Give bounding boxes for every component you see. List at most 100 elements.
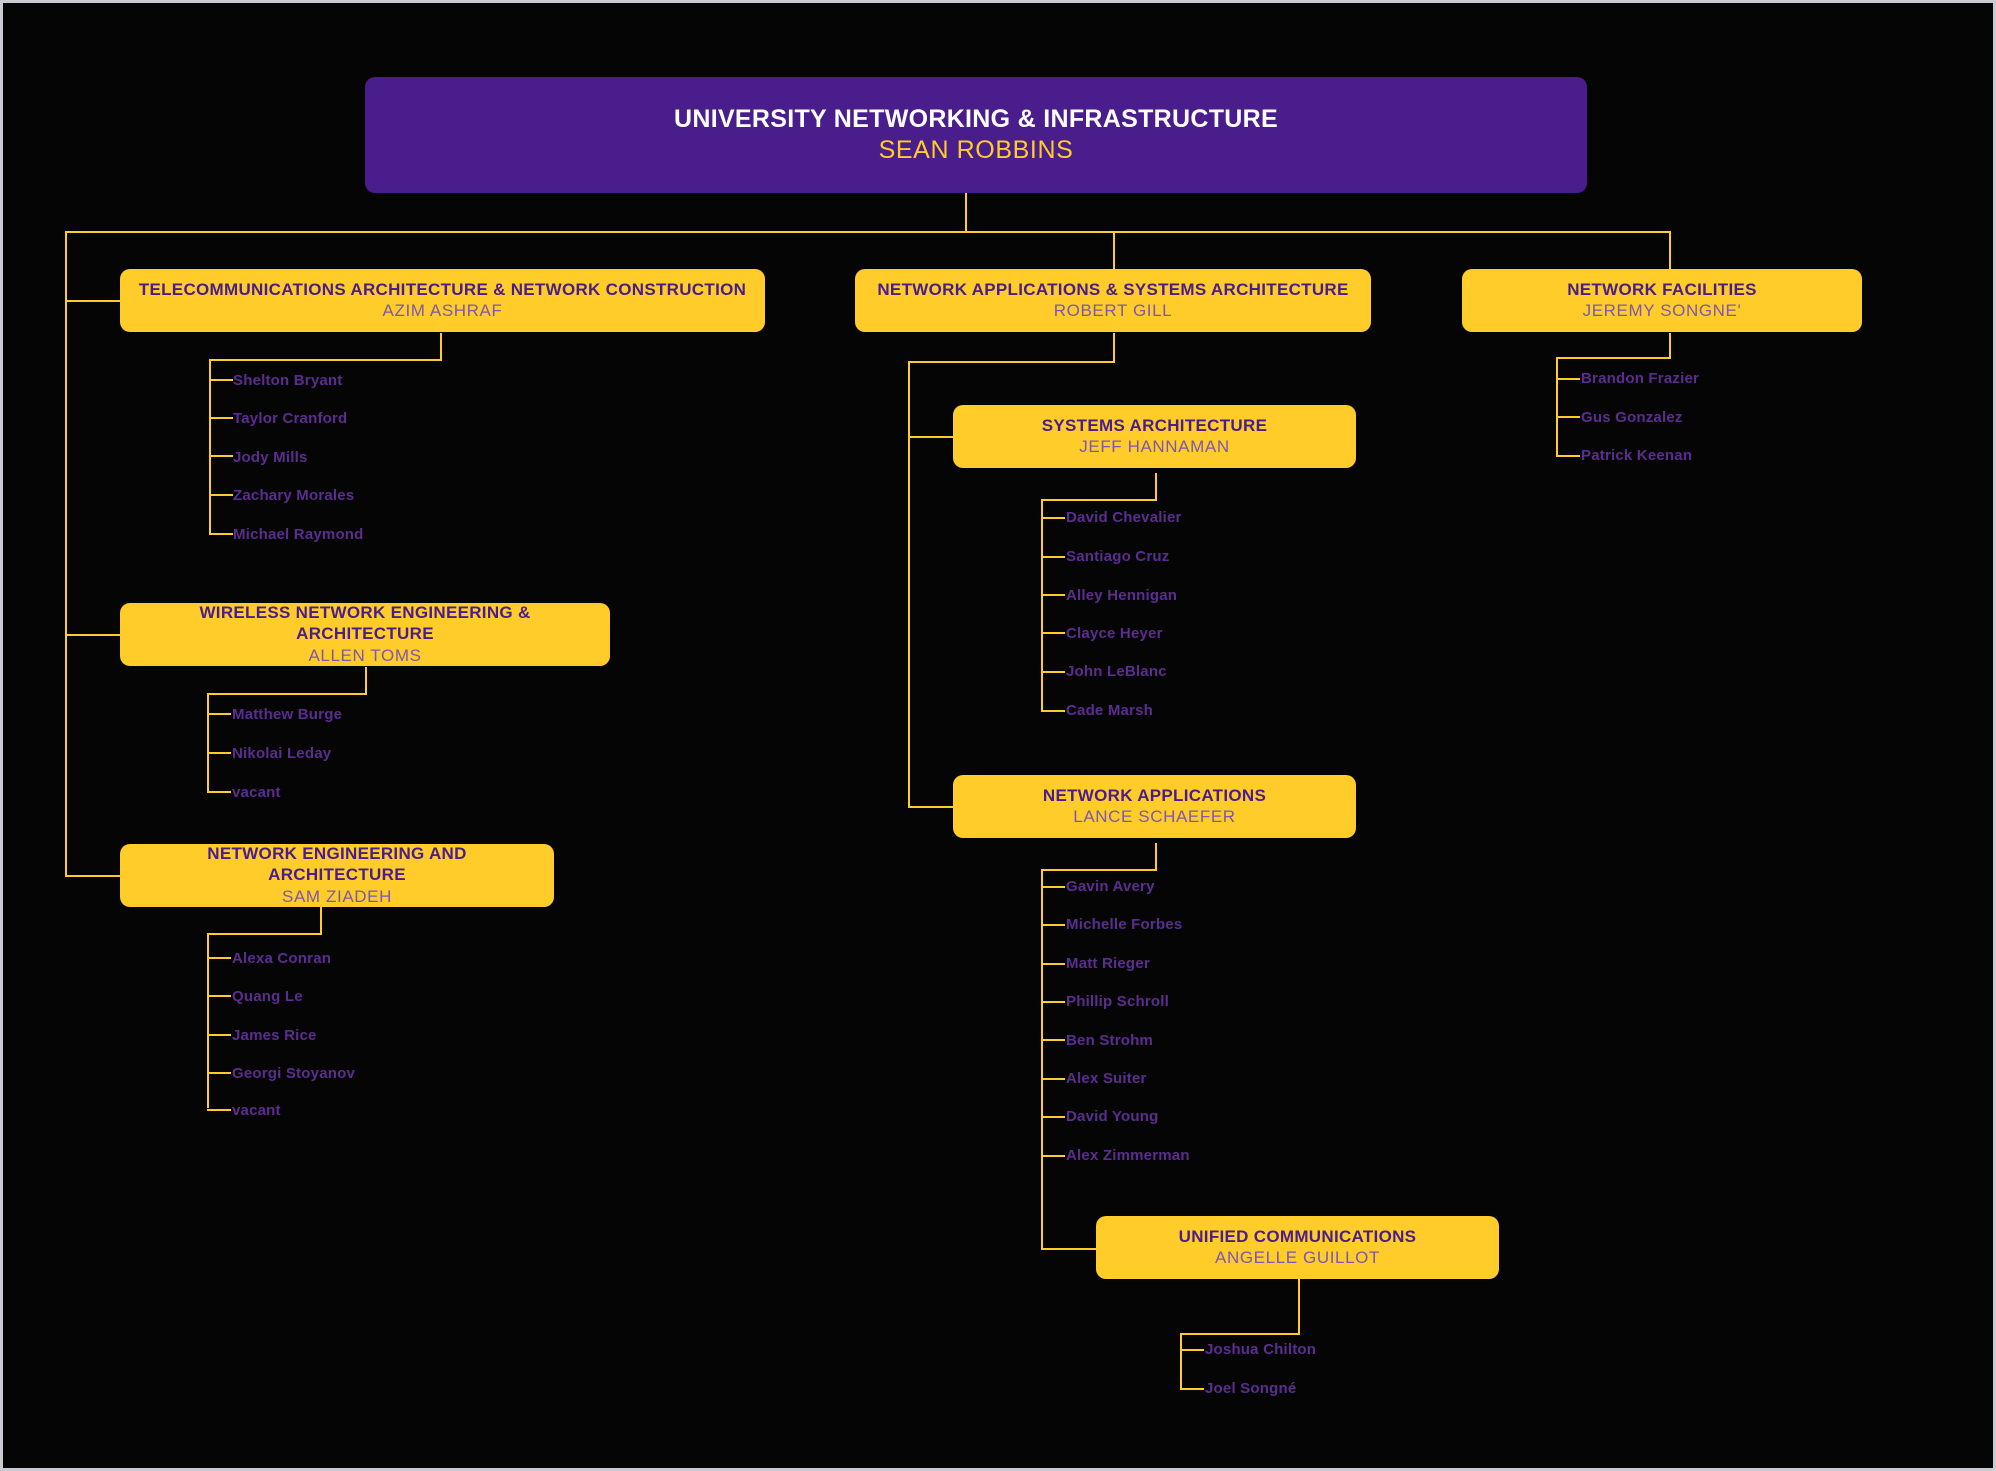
staff-item[interactable]: Phillip Schroll	[1066, 993, 1170, 1010]
staff-item[interactable]: Clayce Heyer	[1066, 625, 1163, 642]
connector-netfac-tick	[1556, 378, 1580, 380]
staff-item[interactable]: Gus Gonzalez	[1581, 409, 1683, 426]
connector-mid-drop	[1113, 231, 1115, 269]
connector-netappsys-elbow	[908, 361, 1115, 363]
org-box-unified-communications[interactable]: UNIFIED COMMUNICATIONS ANGELLE GUILLOT	[1096, 1216, 1499, 1279]
org-box-network-engineering[interactable]: NETWORK ENGINEERING AND ARCHITECTURE SAM…	[120, 844, 554, 907]
staff-item[interactable]: Alexa Conran	[232, 950, 332, 967]
org-box-systems-architecture[interactable]: SYSTEMS ARCHITECTURE JEFF HANNAMAN	[953, 405, 1356, 468]
staff-item[interactable]: Brandon Frazier	[1581, 370, 1700, 387]
staff-item[interactable]: Nikolai Leday	[232, 745, 332, 762]
connector-stub-netapps	[908, 806, 953, 808]
staff-item[interactable]: Ben Strohm	[1066, 1032, 1154, 1049]
staff-item[interactable]: Santiago Cruz	[1066, 548, 1170, 565]
org-box-network-facilities-title: NETWORK FACILITIES	[1567, 279, 1757, 299]
connector-wireless-trunk	[207, 693, 209, 791]
connector-netengarch-tick	[207, 1109, 231, 1111]
connector-telecom-trunk	[209, 359, 211, 533]
org-box-network-apps-systems[interactable]: NETWORK APPLICATIONS & SYSTEMS ARCHITECT…	[855, 269, 1371, 332]
connector-right-drop	[1669, 231, 1671, 269]
connector-sysarch-elbow	[1041, 499, 1157, 501]
connector-top-bus	[65, 231, 1669, 233]
staff-item[interactable]: Georgi Stoyanov	[232, 1065, 356, 1082]
staff-item[interactable]: Matt Rieger	[1066, 955, 1150, 972]
org-box-network-engineering-name: SAM ZIADEH	[282, 886, 392, 906]
connector-stub-sysarch	[908, 436, 953, 438]
connector-netfac-tick	[1556, 455, 1580, 457]
staff-item[interactable]: Patrick Keenan	[1581, 447, 1693, 464]
connector-sysarch-drop	[1155, 473, 1157, 500]
staff-item[interactable]: David Chevalier	[1066, 509, 1182, 526]
connector-sysarch-tick	[1041, 517, 1065, 519]
staff-item[interactable]: Alex Zimmerman	[1066, 1147, 1190, 1164]
connector-netapps-elbow	[1041, 869, 1157, 871]
org-box-systems-architecture-title: SYSTEMS ARCHITECTURE	[1041, 415, 1268, 435]
staff-item[interactable]: Michael Raymond	[233, 526, 364, 543]
connector-sysarch-trunk	[1041, 499, 1043, 711]
connector-netfac-elbow	[1556, 357, 1671, 359]
staff-item[interactable]: David Young	[1066, 1108, 1159, 1125]
staff-item[interactable]: Quang Le	[232, 988, 303, 1005]
connector-unifiedcomm-trunk	[1180, 1333, 1182, 1389]
staff-item[interactable]: John LeBlanc	[1066, 663, 1167, 680]
connector-unifiedcomm-elbow	[1180, 1333, 1300, 1335]
org-box-wireless-title: WIRELESS NETWORK ENGINEERING & ARCHITECT…	[199, 603, 531, 643]
staff-item[interactable]: James Rice	[232, 1027, 317, 1044]
staff-item[interactable]: Joshua Chilton	[1205, 1341, 1317, 1358]
connector-netapps-tick	[1041, 1001, 1065, 1003]
connector-netapps-tick	[1041, 886, 1065, 888]
connector-netfac-trunk	[1556, 357, 1558, 456]
staff-item[interactable]: Gavin Avery	[1066, 878, 1155, 895]
staff-item[interactable]: vacant	[232, 784, 281, 801]
connector-unifiedcomm-drop	[1298, 1278, 1300, 1334]
staff-item[interactable]: Cade Marsh	[1066, 702, 1154, 719]
connector-stub-wireless	[65, 634, 120, 636]
connector-sysarch-tick	[1041, 671, 1065, 673]
staff-item[interactable]: Zachary Morales	[233, 487, 355, 504]
staff-item[interactable]: Jody Mills	[233, 449, 308, 466]
org-box-root-name: SEAN ROBBINS	[878, 135, 1074, 164]
connector-sysarch-tick	[1041, 710, 1065, 712]
connector-netapps-tick	[1041, 924, 1065, 926]
connector-netapps-tick	[1041, 1039, 1065, 1041]
connector-netapps-tick	[1041, 963, 1065, 965]
staff-item[interactable]: Alex Suiter	[1066, 1070, 1147, 1087]
connector-wireless-tick	[207, 713, 231, 715]
staff-item[interactable]: Alley Hennigan	[1066, 587, 1178, 604]
staff-item[interactable]: Joel Songné	[1205, 1380, 1297, 1397]
staff-item[interactable]: Taylor Cranford	[233, 410, 348, 427]
org-box-telecommunications-name: AZIM ASHRAF	[382, 301, 503, 321]
org-box-network-applications[interactable]: NETWORK APPLICATIONS LANCE SCHAEFER	[953, 775, 1356, 838]
connector-telecom-tick	[209, 379, 233, 381]
connector-telecom-tick	[209, 494, 233, 496]
org-box-wireless-name: ALLEN TOMS	[308, 645, 422, 665]
connector-stub-netengarch	[65, 875, 120, 877]
connector-telecom-elbow	[209, 359, 442, 361]
connector-root-stem	[965, 193, 967, 232]
connector-telecom-tick	[209, 533, 233, 535]
org-box-network-facilities[interactable]: NETWORK FACILITIES JEREMY SONGNE'	[1462, 269, 1862, 332]
staff-item[interactable]: Michelle Forbes	[1066, 916, 1183, 933]
staff-item[interactable]: Matthew Burge	[232, 706, 343, 723]
connector-netengarch-drop	[320, 907, 322, 934]
org-box-systems-architecture-name: JEFF HANNAMAN	[1079, 437, 1230, 457]
connector-sysarch-tick	[1041, 632, 1065, 634]
org-box-telecommunications[interactable]: TELECOMMUNICATIONS ARCHITECTURE & NETWOR…	[120, 269, 765, 332]
connector-stub-unifiedcomm	[1041, 1248, 1096, 1250]
connector-telecom-tick	[209, 417, 233, 419]
staff-item[interactable]: vacant	[232, 1102, 281, 1119]
org-box-network-applications-name: LANCE SCHAEFER	[1073, 807, 1236, 827]
connector-wireless-elbow	[207, 693, 367, 695]
connector-netengarch-elbow	[207, 933, 322, 935]
org-box-root[interactable]: UNIVERSITY NETWORKING & INFRASTRUCTURE S…	[365, 77, 1587, 193]
org-box-network-apps-systems-name: ROBERT GILL	[1053, 301, 1173, 321]
staff-item[interactable]: Shelton Bryant	[233, 372, 343, 389]
org-box-root-title: UNIVERSITY NETWORKING & INFRASTRUCTURE	[673, 105, 1278, 134]
connector-netengarch-tick	[207, 1072, 231, 1074]
connector-wireless-tick	[207, 791, 231, 793]
connector-wireless-drop	[365, 667, 367, 694]
org-box-wireless[interactable]: WIRELESS NETWORK ENGINEERING & ARCHITECT…	[120, 603, 610, 666]
connector-sysarch-tick	[1041, 594, 1065, 596]
org-box-network-applications-title: NETWORK APPLICATIONS	[1042, 785, 1267, 805]
connector-telecom-tick	[209, 455, 233, 457]
